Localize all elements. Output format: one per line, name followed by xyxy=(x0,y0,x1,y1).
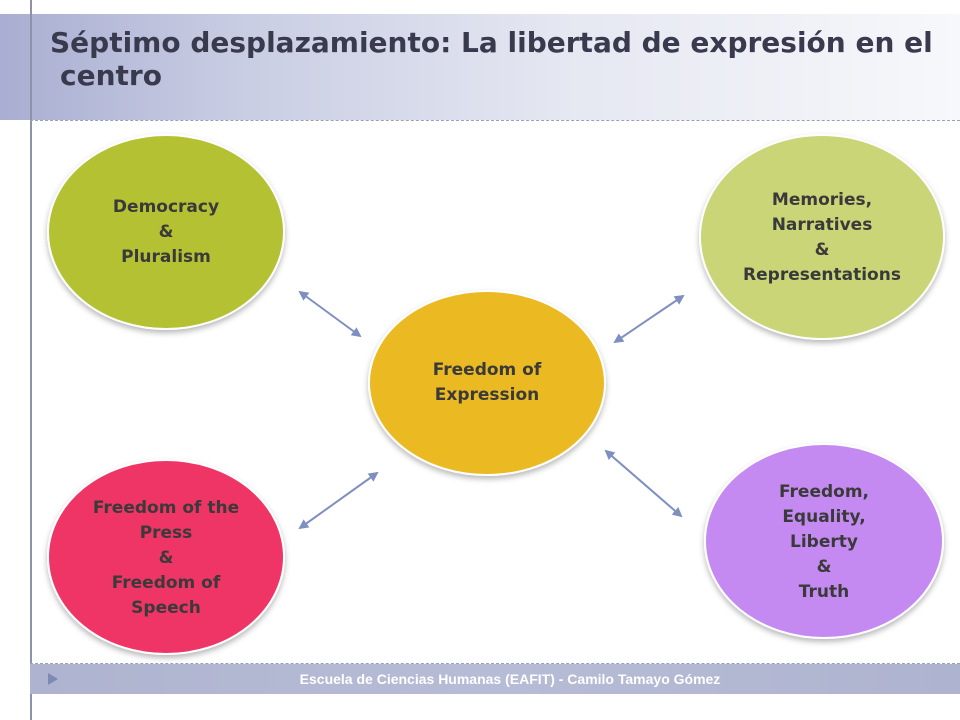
node-democracy-label: Democracy & Pluralism xyxy=(56,192,276,272)
node-memories-line: Representations xyxy=(743,265,901,285)
node-freedom-line: Liberty xyxy=(790,531,858,552)
node-press-line: Speech xyxy=(131,597,201,618)
node-democracy-line: Democracy xyxy=(112,196,220,217)
edge-press-center xyxy=(298,471,379,530)
node-memories-line: & xyxy=(814,240,830,260)
node-freedom-line: Equality, xyxy=(782,506,866,527)
node-press-line: Press xyxy=(139,522,193,543)
edges xyxy=(298,290,685,530)
node-press-line: Freedom of xyxy=(111,572,221,593)
node-press-shape xyxy=(47,459,285,655)
slide-title: Séptimo desplazamiento: La libertad de e… xyxy=(50,26,945,92)
footer-divider xyxy=(30,663,960,664)
node-freedom-label: Freedom, Equality, Liberty & Truth xyxy=(714,478,934,606)
node-freedom-line: & xyxy=(816,556,832,577)
node-freedom-line: Truth xyxy=(798,581,850,602)
node-memories-label: Memories, Narratives & Representations xyxy=(712,186,932,290)
node-democracy-shape xyxy=(47,134,285,330)
node-memories-line: Memories, xyxy=(771,190,873,210)
node-memories-shape xyxy=(699,134,945,340)
node-democracy-line: & xyxy=(158,221,174,242)
node-center-line: Freedom of xyxy=(432,360,542,380)
node-press-line: & xyxy=(158,547,174,568)
footer-chevron-icon xyxy=(48,673,58,685)
edge-democracy-center xyxy=(298,290,362,338)
title-divider xyxy=(30,120,960,121)
edge-memories-center xyxy=(613,294,685,344)
node-democracy-line: Pluralism xyxy=(121,246,211,267)
edge-freedom-center xyxy=(604,449,683,518)
node-center-line: Expression xyxy=(434,385,540,405)
node-freedom-shape xyxy=(704,443,944,639)
left-vertical-rule xyxy=(30,0,32,720)
node-center-label: Freedom of Expression xyxy=(377,343,597,423)
node-memories-line: Narratives xyxy=(771,215,873,235)
slide-title-line-2: centro xyxy=(60,59,162,92)
footer-bar xyxy=(30,664,960,694)
node-press-line: Freedom of the xyxy=(92,497,240,518)
title-bar xyxy=(0,14,960,120)
node-center-shape xyxy=(368,290,606,476)
slide-title-line-1: Séptimo desplazamiento: La libertad de e… xyxy=(50,26,933,59)
nodes xyxy=(47,134,945,655)
node-freedom-line: Freedom, xyxy=(779,481,869,502)
